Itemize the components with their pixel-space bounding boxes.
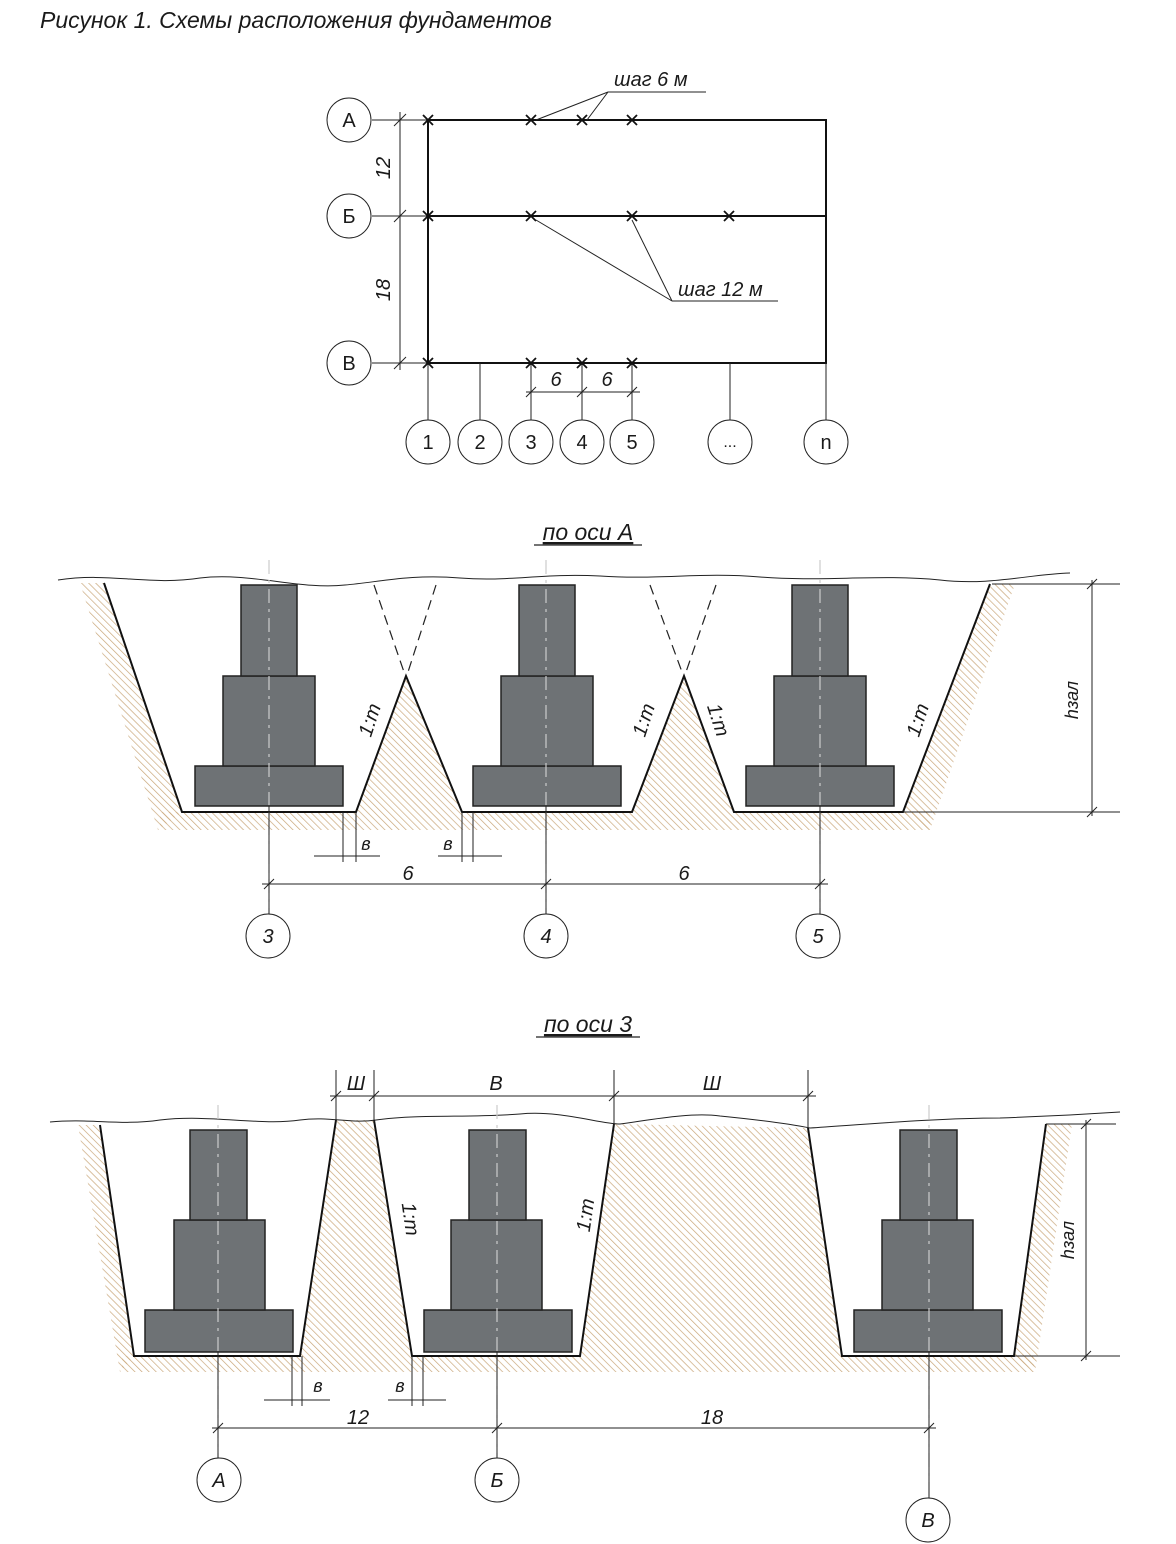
slope-label-3a: 1:m [397, 1201, 423, 1237]
foundation-plan: 12 18 А Б В 6 6 1 2 3 4 [326, 69, 849, 465]
section-axis-3: по оси 3 [49, 1011, 1121, 1543]
b-label-31: в [313, 1376, 322, 1396]
col-axis-4: 4 [559, 419, 605, 465]
dim-a-6a: 6 [402, 863, 414, 885]
svg-text:...: ... [723, 434, 736, 451]
top-dim-sh2: Ш [703, 1073, 722, 1095]
svg-text:3: 3 [525, 432, 536, 454]
footing-a3 [194, 584, 344, 807]
axis-bubble-v: В [905, 1497, 951, 1543]
b-label-a1: в [361, 834, 370, 854]
svg-text:5: 5 [626, 432, 637, 454]
axis-bubble-b: Б [474, 1457, 520, 1503]
col-axis-3: 3 [508, 419, 554, 465]
b-label-32: в [395, 1376, 404, 1396]
section-axis-a: по оси А [57, 519, 1120, 959]
svg-text:А: А [342, 110, 356, 132]
dim-a-6b: 6 [678, 863, 690, 885]
dim-3-12: 12 [347, 1407, 369, 1429]
figure-title: Рисунок 1. Схемы расположения фундаменто… [40, 7, 552, 33]
svg-text:А: А [211, 1470, 225, 1492]
svg-text:4: 4 [576, 432, 587, 454]
row-axis-b: Б [326, 193, 372, 239]
plan-dim-6a: 6 [550, 369, 562, 391]
top-dim-v: В [489, 1073, 502, 1095]
row-axis-a: А [326, 97, 372, 143]
step-12-label: шаг 12 м [678, 279, 763, 301]
height-label-3: hзал [1058, 1221, 1078, 1259]
svg-text:1: 1 [422, 432, 433, 454]
footing-3v [853, 1129, 1003, 1353]
svg-text:В: В [921, 1510, 934, 1532]
svg-text:Б: Б [342, 206, 355, 228]
svg-text:Б: Б [490, 1470, 503, 1492]
axis-bubble-5: 5 [795, 913, 841, 959]
plan-dim-18: 18 [373, 279, 395, 301]
dim-3-18: 18 [701, 1407, 723, 1429]
svg-text:4: 4 [540, 926, 551, 948]
col-axis-1: 1 [405, 419, 451, 465]
axis-bubble-a: А [196, 1457, 242, 1503]
plan-dim-6b: 6 [601, 369, 613, 391]
svg-text:5: 5 [812, 926, 824, 948]
step-6-label: шаг 6 м [614, 69, 688, 91]
foundation-marks [422, 114, 735, 369]
svg-text:3: 3 [262, 926, 273, 948]
height-label-a: hзал [1062, 681, 1082, 719]
svg-text:2: 2 [474, 432, 485, 454]
col-axis-ellipsis: ... [707, 419, 753, 465]
svg-text:В: В [342, 353, 355, 375]
footing-a4 [472, 584, 622, 807]
slope-label-3b: 1:m [573, 1197, 599, 1233]
footing-3b [423, 1129, 573, 1353]
footing-3a [144, 1129, 294, 1353]
section-a-title: по оси А [543, 519, 634, 545]
svg-text:n: n [820, 432, 831, 454]
plan-dim-12: 12 [373, 157, 395, 179]
b-label-a2: в [443, 834, 452, 854]
col-axis-5: 5 [609, 419, 655, 465]
axis-bubble-3: 3 [245, 913, 291, 959]
row-axis-v: В [326, 340, 372, 386]
slope-label-a3: 1:m [702, 701, 733, 740]
slope-label-a1: 1:m [355, 701, 386, 740]
slope-label-a4: 1:m [903, 701, 934, 740]
slope-label-a2: 1:m [629, 701, 660, 740]
section-3-title: по оси 3 [544, 1011, 632, 1037]
axis-bubble-4: 4 [523, 913, 569, 959]
col-axis-n: n [803, 419, 849, 465]
col-axis-2: 2 [457, 419, 503, 465]
top-dim-sh1: Ш [347, 1073, 366, 1095]
